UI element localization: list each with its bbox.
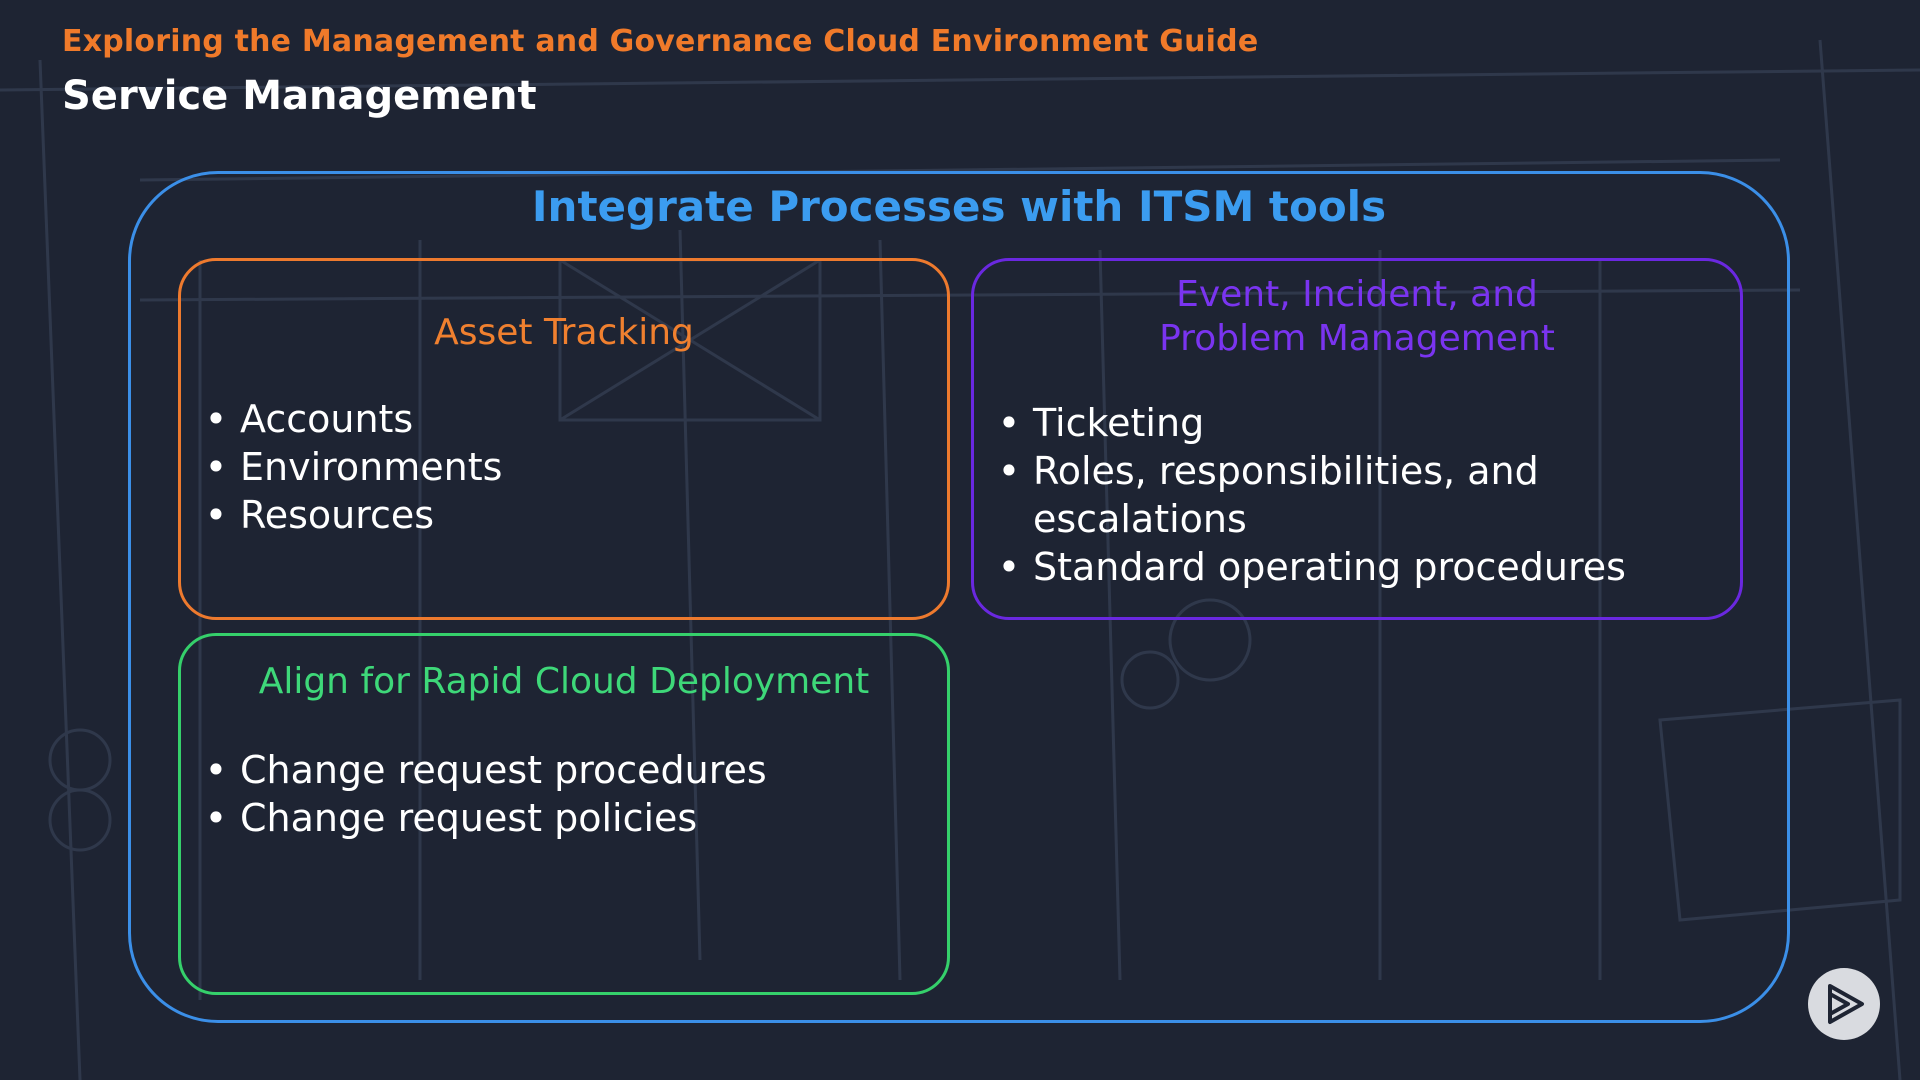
asset-tracking-card: Asset Tracking • Accounts • Environments •… <box>178 258 950 620</box>
slide-header: Exploring the Management and Governance … <box>62 24 1258 119</box>
bullet-icon: • <box>997 401 1021 445</box>
bullet-icon: • <box>204 748 228 792</box>
align-deployment-title: Align for Rapid Cloud Deployment <box>258 661 870 702</box>
event-incident-title-line: Event, Incident, and <box>1176 274 1538 315</box>
bullet-icon: • <box>204 445 228 489</box>
list-item: • Accounts <box>204 395 947 443</box>
list-item-text: Standard operating procedures <box>1033 545 1626 589</box>
list-item: • Ticketing <box>997 399 1740 447</box>
asset-tracking-title: Asset Tracking <box>434 312 694 353</box>
bullet-icon: • <box>204 796 228 840</box>
asset-tracking-list: • Accounts • Environments • Resources <box>204 395 947 539</box>
bullet-icon: • <box>997 545 1021 589</box>
play-logo-icon <box>1808 968 1880 1040</box>
list-item-text: escalations <box>1033 497 1247 541</box>
list-item: • Roles, responsibilities, and <box>997 447 1740 495</box>
list-item-text: Environments <box>240 445 503 489</box>
event-incident-card: Event, Incident, and Problem Management … <box>971 258 1743 620</box>
list-item-text: Roles, responsibilities, and <box>1033 449 1539 493</box>
event-incident-list: • Ticketing • Roles, responsibilities, and… <box>997 399 1740 591</box>
list-item: • Change request policies <box>204 794 947 842</box>
itsm-frame <box>128 171 1790 1023</box>
event-incident-title: Event, Incident, and Problem Management <box>974 273 1740 361</box>
list-item: • Standard operating procedures <box>997 543 1740 591</box>
align-deployment-list: • Change request procedures • Change reque… <box>204 746 947 842</box>
list-item-text: Resources <box>240 493 435 537</box>
list-item-continuation: escalations <box>997 495 1740 543</box>
event-incident-title-line: Problem Management <box>1159 318 1555 359</box>
list-item-text: Ticketing <box>1033 401 1205 445</box>
align-deployment-card: Align for Rapid Cloud Deployment • Change… <box>178 633 950 995</box>
diagram-title: Integrate Processes with ITSM tools <box>531 182 1387 231</box>
module-title: Service Management <box>62 73 537 119</box>
list-item-text: Change request procedures <box>240 748 767 792</box>
list-item-text: Change request policies <box>240 796 698 840</box>
bullet-icon: • <box>204 493 228 537</box>
bullet-icon: • <box>204 397 228 441</box>
list-item-text: Accounts <box>240 397 414 441</box>
list-item: • Resources <box>204 491 947 539</box>
bullet-icon: • <box>997 449 1021 493</box>
list-item: • Environments <box>204 443 947 491</box>
list-item: • Change request procedures <box>204 746 947 794</box>
course-title: Exploring the Management and Governance … <box>62 24 1259 59</box>
